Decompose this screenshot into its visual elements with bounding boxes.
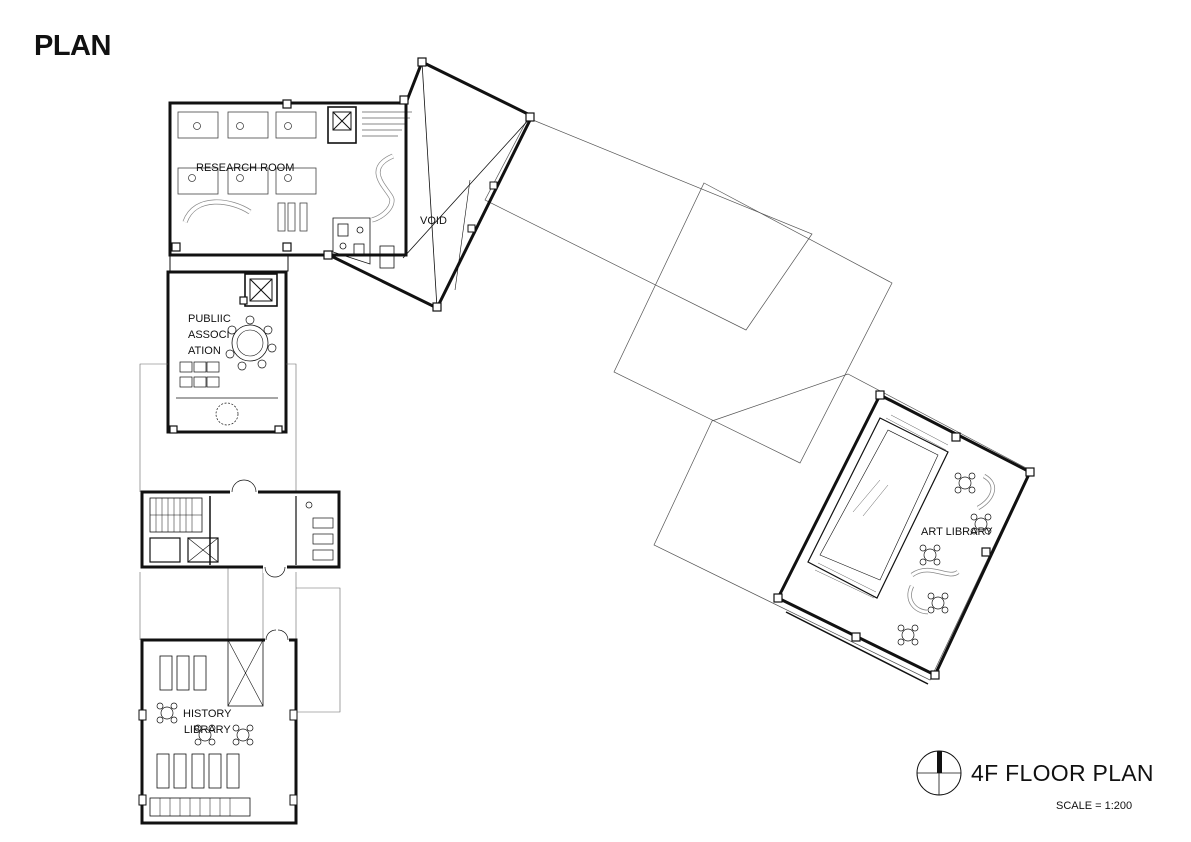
core-block <box>140 479 341 578</box>
label-association-line-3: ATION <box>188 345 221 357</box>
association-block <box>166 270 288 434</box>
plan-heading: PLAN <box>34 30 111 62</box>
north-arrow-icon <box>916 750 962 796</box>
label-research-room: RESEARCH ROOM <box>196 162 295 174</box>
roof-outline <box>484 117 1031 681</box>
research-room-block <box>168 99 412 272</box>
history-library-block <box>138 629 298 825</box>
label-void: VOID <box>420 215 447 227</box>
art-library-block <box>773 390 1035 685</box>
context-lines <box>139 363 341 713</box>
void-block <box>323 57 535 312</box>
label-association-line-2: ASSOCI <box>188 329 230 341</box>
label-history-line-1: HISTORY <box>183 708 232 720</box>
label-history-line-2: LIBRARY <box>183 724 231 736</box>
label-history-library: HISTORY LIBRARY <box>183 706 232 738</box>
scale-label: SCALE = 1:200 <box>1056 800 1133 812</box>
label-association-line-1: PUBLIIC <box>188 313 231 325</box>
label-public-association: PUBLIIC ASSOCI ATION <box>188 311 231 359</box>
floor-plan-title: 4F FLOOR PLAN <box>971 760 1154 786</box>
label-art-library: ART LIBRARY <box>921 526 993 538</box>
